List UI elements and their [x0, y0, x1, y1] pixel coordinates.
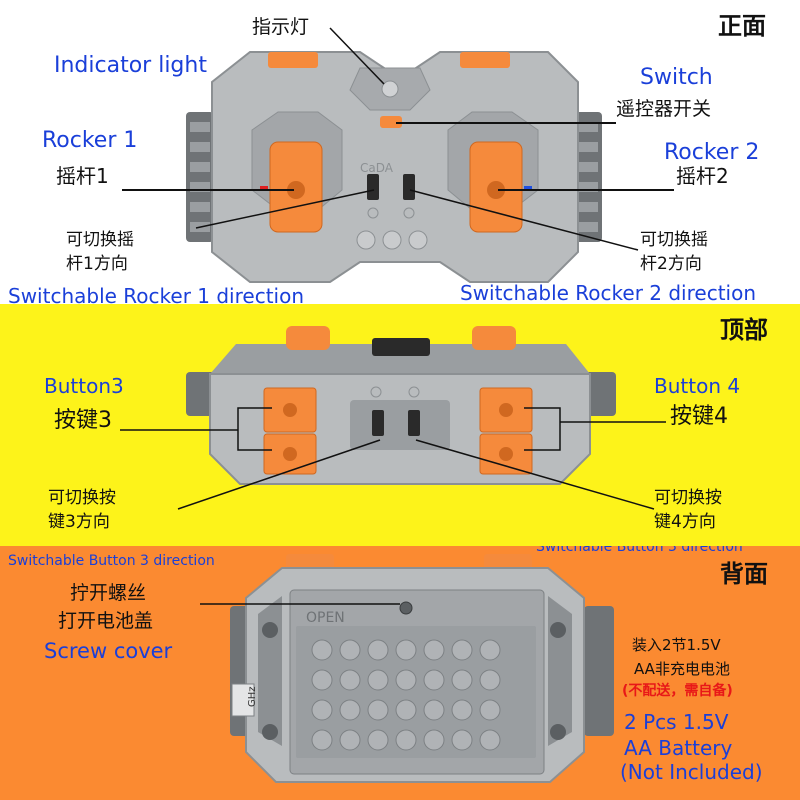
- battery-label-cn-line1: 装入2节1.5V: [632, 636, 721, 654]
- button4-label-cn: 按键4: [670, 404, 728, 429]
- top-controller-illustration: [120, 326, 666, 510]
- front-controller-illustration: CaDA: [186, 27, 639, 283]
- screw-label-cn-line1: 拧开螺丝: [70, 582, 147, 604]
- top-view-panel: 顶部 Button3 按键3 Button 4 按键4 可切换按 键3方向 可切…: [0, 304, 800, 546]
- battery-label-en-line1: 2 Pcs 1.5V: [624, 710, 729, 734]
- switch-label-en: Switch: [640, 65, 713, 90]
- rocker1-label-en: Rocker 1: [42, 128, 138, 153]
- back-heading: 背面: [720, 560, 768, 588]
- battery-note-cn: (不配送，需自备): [622, 683, 733, 699]
- top-heading: 顶部: [720, 316, 768, 344]
- switch-button4-cn-line2: 键4方向: [654, 512, 716, 532]
- open-mark: OPEN: [306, 610, 345, 626]
- indicator-label-cn: 指示灯: [252, 16, 310, 38]
- screw-label-en: Screw cover: [44, 639, 173, 663]
- switch-button4-label-en: Switchable Button 3 direction: [536, 546, 743, 555]
- rocker2-label-en: Rocker 2: [664, 140, 760, 165]
- button3-label-cn: 按键3: [54, 408, 112, 433]
- switch-rocker1-cn-line1: 可切换摇: [66, 230, 134, 250]
- button3-label-en: Button3: [44, 374, 124, 398]
- screw-label-cn-line2: 打开电池盖: [58, 610, 154, 632]
- battery-label-cn-line2: AA非充电电池: [634, 660, 730, 678]
- battery-label-en-line2: AA Battery: [624, 736, 733, 760]
- switch-label-cn: 遥控器开关: [616, 98, 712, 120]
- front-view-panel: CaDA 正面 指示灯 Indicator light Switch 遥控器开关…: [0, 0, 800, 304]
- switch-rocker2-cn-line1: 可切换摇: [640, 230, 708, 250]
- switch-rocker1-cn-line2: 杆1方向: [66, 254, 128, 274]
- switch-rocker2-label-en: Switchable Rocker 2 direction: [460, 281, 757, 304]
- rocker1-leader-line: [122, 189, 294, 191]
- switch-button3-cn-line1: 可切换按: [48, 488, 116, 508]
- switch-rocker2-cn-line2: 杆2方向: [640, 254, 702, 274]
- switch-button3-label-en: Switchable Button 3 direction: [8, 553, 215, 569]
- indicator-label-en: Indicator light: [54, 53, 207, 78]
- battery-label-en-line3: (Not Included): [620, 760, 763, 784]
- ghz-mark: GHz: [247, 686, 258, 707]
- switch-rocker1-label-en: Switchable Rocker 1 direction: [8, 284, 305, 304]
- button4-label-en: Button 4: [654, 374, 741, 398]
- switch-leader-line: [396, 122, 616, 124]
- rocker2-label-cn: 摇杆2: [676, 164, 729, 188]
- back-controller-illustration: OPEN GHz: [200, 554, 614, 783]
- front-heading: 正面: [718, 12, 766, 40]
- switch-button4-cn-line1: 可切换按: [654, 488, 722, 508]
- brand-mark: CaDA: [360, 161, 394, 175]
- switch-button3-cn-line2: 键3方向: [48, 512, 110, 532]
- rocker2-leader-line: [498, 189, 674, 191]
- back-view-panel: OPEN GHz Switchable Button 3 direction S…: [0, 546, 800, 800]
- rocker1-label-cn: 摇杆1: [56, 164, 109, 188]
